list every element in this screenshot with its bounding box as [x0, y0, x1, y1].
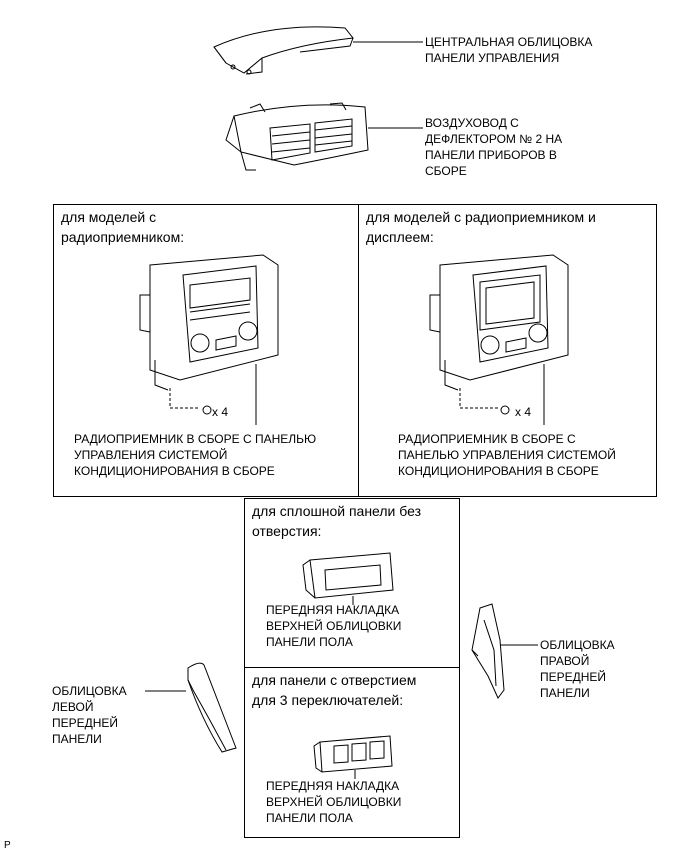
- air-duct-label: ВОЗДУХОВОД С ДЕФЛЕКТОРОМ № 2 НА ПАНЕЛИ П…: [425, 116, 563, 178]
- radio-assembly-b-illustration: [429, 254, 569, 425]
- radio-display-section: для моделей с радиоприемником и дисплеем…: [358, 204, 657, 497]
- radio-assembly-a-label: РАДИОПРИЕМНИК В СБОРЕ С ПАНЕЛЬЮ УПРАВЛЕН…: [74, 432, 317, 478]
- radio-assembly-a-illustration: [139, 254, 279, 425]
- right-trim-label: ОБЛИЦОВКА ПРАВОЙ ПЕРЕДНЕЙ ПАНЕЛИ: [540, 638, 615, 700]
- switch-panel-header: для панели с отверстием для 3 переключат…: [252, 672, 417, 708]
- lower-panel-b-label: ПЕРЕДНЯЯ НАКЛАДКА ВЕРХНЕЙ ОБЛИЦОВКИ ПАНЕ…: [266, 779, 402, 825]
- solid-panel-header: для сплошной панели без отверстия:: [252, 503, 422, 539]
- radio-only-section: для моделей с радиоприемником: x 4 РАДИО…: [53, 204, 359, 497]
- radio-assembly-b-label: РАДИОПРИЕМНИК В СБОРЕ С ПАНЕЛЬЮ УПРАВЛЕН…: [398, 432, 616, 478]
- center-cluster-panel-illustration: [213, 26, 423, 75]
- center-cluster-label: ЦЕНТРАЛЬНАЯ ОБЛИЦОВКА ПАНЕЛИ УПРАВЛЕНИЯ: [425, 35, 593, 65]
- radio-display-header: для моделей с радиоприемником и дисплеем…: [366, 209, 596, 245]
- lower-panel-a-label: ПЕРЕДНЯЯ НАКЛАДКА ВЕРХНЕЙ ОБЛИЦОВКИ ПАНЕ…: [266, 603, 402, 649]
- left-trim-label: ОБЛИЦОВКА ЛЕВОЙ ПЕРЕДНЕЙ ПАНЕЛИ: [52, 684, 127, 746]
- screw-count-a: x 4: [212, 405, 229, 419]
- screw-count-b: x 4: [515, 405, 532, 419]
- radio-only-header: для моделей с радиоприемником:: [61, 209, 185, 245]
- left-trim-illustration: [145, 662, 237, 753]
- solid-panel-section: для сплошной панели без отверстия: ПЕРЕД…: [244, 498, 460, 668]
- lower-panel-b-illustration: [313, 735, 393, 779]
- air-duct-illustration: [225, 102, 423, 171]
- lower-panel-a-illustration: [302, 552, 394, 605]
- right-trim-illustration: [471, 603, 538, 699]
- footer-mark: P: [4, 840, 11, 851]
- switch-panel-section: для панели с отверстием для 3 переключат…: [244, 667, 460, 838]
